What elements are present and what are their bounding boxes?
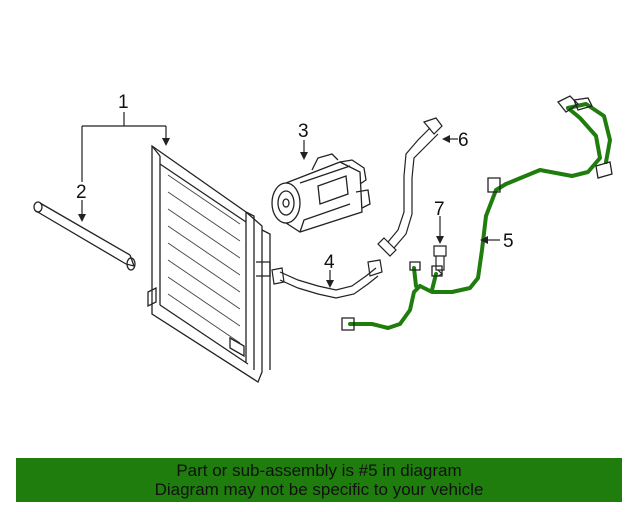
notice-banner: Part or sub-assembly is #5 in diagram Di… bbox=[16, 458, 622, 502]
valve bbox=[433, 245, 447, 277]
callout-6: 6 bbox=[458, 130, 469, 151]
callout-7: 7 bbox=[434, 199, 445, 220]
condenser bbox=[147, 144, 271, 383]
compressor bbox=[271, 153, 371, 233]
banner-line-part: Part or sub-assembly is #5 in diagram bbox=[176, 461, 462, 480]
callout-2: 2 bbox=[76, 182, 87, 203]
suction-hose bbox=[377, 117, 443, 257]
discharge-hose bbox=[271, 259, 383, 299]
callout-1: 1 bbox=[118, 92, 129, 113]
ac-line-assembly bbox=[348, 102, 612, 330]
callout-4: 4 bbox=[324, 252, 335, 273]
ac-line-fittings bbox=[341, 95, 613, 331]
callout-5: 5 bbox=[503, 231, 514, 252]
callout-3: 3 bbox=[298, 121, 309, 142]
leader-arrows bbox=[78, 135, 488, 288]
banner-line-disclaimer: Diagram may not be specific to your vehi… bbox=[154, 480, 484, 499]
receiver-drier bbox=[33, 201, 136, 271]
leader-lines bbox=[81, 112, 500, 284]
